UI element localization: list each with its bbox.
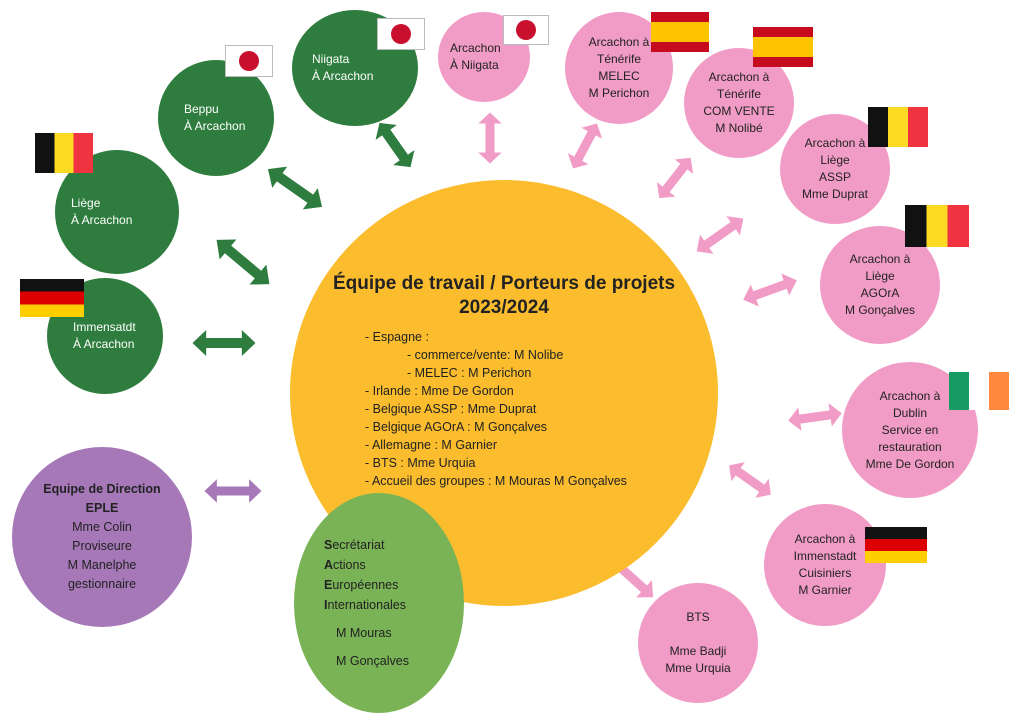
- belgium-flag-icon: [905, 205, 969, 247]
- circle-line: À Arcachon: [184, 119, 246, 133]
- circle-line: Cuisiniers: [798, 566, 852, 580]
- circle-line: Mme Duprat: [801, 187, 869, 201]
- list-item: - MELEC : M Perichon: [407, 366, 532, 380]
- circle-line: AGOrA: [860, 286, 900, 300]
- circle-line: À Arcachon: [73, 337, 135, 351]
- circle-line: M Gonçalves: [844, 303, 916, 317]
- circle-line: Immensatdt: [73, 320, 136, 334]
- list-item: - Belgique ASSP : Mme Duprat: [365, 402, 537, 416]
- list-item: - Irlande : Mme De Gordon: [365, 384, 514, 398]
- circle-line: M Manelphe: [67, 558, 137, 572]
- arrow-comvente-out: [650, 150, 700, 206]
- circle-line: Ténérife: [596, 52, 642, 66]
- arrow-assp-out: [689, 209, 751, 261]
- list-item: - Accueil des groupes : M Mouras M Gonça…: [365, 474, 627, 488]
- circle-line: M Gonçalves: [336, 654, 409, 668]
- circle-line: Proviseure: [72, 539, 132, 553]
- arrow-direction: [204, 479, 262, 503]
- circle-line: Mme De Gordon: [865, 456, 955, 471]
- direction-title: Equipe de Direction: [43, 482, 161, 496]
- germany-flag-icon: [865, 527, 927, 563]
- list-item: - Espagne :: [365, 330, 429, 344]
- circle-line: Arcachon à: [588, 35, 650, 49]
- circle-line: M Mouras: [336, 626, 392, 640]
- circle-line: Ténérife: [716, 87, 762, 101]
- center-year: 2023/2024: [459, 297, 549, 318]
- circle-line: À Arcachon: [312, 69, 374, 83]
- outgoing-immenstadt: Arcachon à Immenstadt Cuisiniers M Garni…: [764, 504, 886, 626]
- circle-line: Immenstadt: [793, 549, 857, 563]
- circle-line: Arcachon à: [804, 136, 866, 150]
- circle-line: M Perichon: [588, 86, 650, 100]
- list-item: - commerce/vente: M Nolibe: [407, 348, 564, 362]
- circle-line: Dublin: [892, 405, 928, 420]
- japan-flag-icon: [503, 15, 549, 45]
- circle-line: Liège: [865, 269, 895, 283]
- circle-line: Liège: [820, 153, 850, 167]
- circle-line: Secrétariat: [324, 538, 385, 552]
- arrow-niigata-out: [478, 112, 502, 164]
- belgium-flag-icon: [868, 107, 928, 147]
- incoming-immensatdt: Immensatdt À Arcachon: [47, 278, 163, 394]
- arrow-liege-in: [208, 229, 278, 295]
- circle-line: Européennes: [324, 578, 399, 592]
- circle-line: Arcachon à: [708, 70, 770, 84]
- circle-line: Mme Urquia: [665, 661, 731, 675]
- arrow-agora-out: [739, 269, 801, 311]
- circle-line: Arcachon à: [879, 388, 941, 403]
- circle-line: ASSP: [818, 170, 851, 184]
- circle-line: MELEC: [598, 69, 640, 83]
- direction-circle: Equipe de Direction EPLE Mme Colin Provi…: [12, 447, 192, 627]
- spain-flag-icon: [753, 27, 813, 67]
- arrow-immenstadt-out: [722, 455, 778, 505]
- circle-line: Liège: [71, 196, 101, 210]
- circle-line: gestionnaire: [67, 577, 137, 591]
- outgoing-niigata: Arcachon À Niigata: [438, 12, 530, 102]
- japan-flag-icon: [377, 18, 425, 50]
- arrow-dublin-out: [786, 401, 844, 433]
- arrow-niigata-in: [368, 115, 422, 175]
- arrow-immensatdt-in: [192, 330, 256, 356]
- circle-line: Service en: [881, 422, 939, 437]
- circle-line: Actions: [324, 558, 366, 572]
- arrow-melec-out: [562, 117, 608, 175]
- incoming-beppu: Beppu À Arcachon: [158, 60, 274, 176]
- arrow-beppu-in: [260, 158, 330, 218]
- japan-flag-icon: [225, 45, 273, 77]
- spain-flag-icon: [651, 12, 709, 52]
- germany-flag-icon: [20, 279, 84, 317]
- circle-line: Arcachon à: [849, 252, 911, 266]
- list-item: - BTS : Mme Urquia: [365, 456, 476, 470]
- secretariat-circle: Secrétariat Actions Européennes Internat…: [294, 493, 464, 713]
- list-item: - Belgique AGOrA : M Gonçalves: [365, 420, 548, 434]
- outgoing-tenerife-melec: Arcachon à Ténérife MELEC M Perichon: [565, 12, 673, 124]
- circle-line: BTS: [686, 610, 710, 624]
- circle-line: restauration: [878, 439, 942, 454]
- circle-line: Arcachon: [450, 41, 501, 55]
- bts-circle: BTS Mme Badji Mme Urquia: [638, 583, 758, 703]
- circle-line: Internationales: [324, 598, 407, 612]
- center-title: Équipe de travail / Porteurs de projets: [332, 273, 676, 294]
- circle-line: M Nolibé: [715, 121, 763, 135]
- belgium-flag-icon: [35, 133, 93, 173]
- circle-line: Mme Colin: [72, 520, 132, 534]
- center-list: - Espagne : - commerce/vente: M Nolibe -…: [365, 328, 627, 490]
- ireland-flag-icon: [949, 372, 1009, 410]
- circle-line: M Garnier: [798, 583, 852, 597]
- list-item: - Allemagne : M Garnier: [365, 438, 497, 452]
- circle-line: Mme Badji: [669, 644, 727, 658]
- circle-line: COM VENTE: [703, 104, 775, 118]
- circle-line: À Arcachon: [71, 213, 133, 227]
- direction-subtitle: EPLE: [85, 501, 119, 515]
- circle-line: Arcachon à: [794, 532, 856, 546]
- circle-line: À Niigata: [450, 58, 499, 72]
- circle-line: Beppu: [184, 102, 219, 116]
- circle-line: Niigata: [312, 52, 350, 66]
